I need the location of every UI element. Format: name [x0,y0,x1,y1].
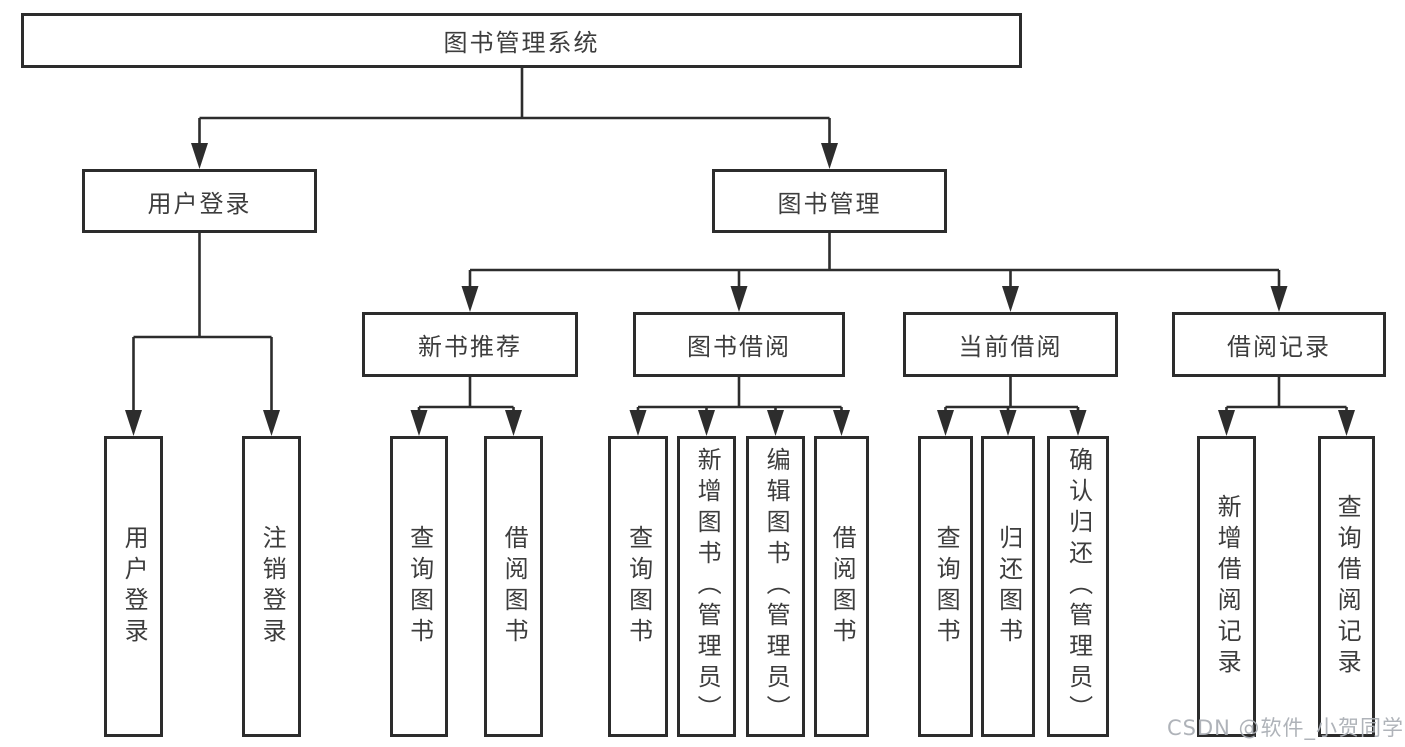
arrow-icon [1218,410,1235,436]
leaf-query-books-bookborrow: 查询图书 [608,436,668,737]
leaf-label: 查询图书 [932,524,961,649]
arrow-icon [937,410,954,436]
arrowheads [125,143,1355,436]
node-borrow-records: 借阅记录 [1172,312,1386,377]
node-root: 图书管理系统 [21,13,1022,68]
leaf-label: 新增借阅记录 [1213,493,1242,680]
arrow-icon [833,410,850,436]
leaf-add-borrow-record: 新增借阅记录 [1197,436,1256,737]
leaf-label: 查询图书 [405,524,434,649]
leaf-label: 确认归还（管理员） [1064,447,1093,726]
leaf-label: 借阅图书 [500,524,529,649]
node-new-book-recommend: 新书推荐 [362,312,578,377]
arrow-icon [1270,286,1288,312]
csdn-watermark: CSDN @软件_小贺同学 [1167,716,1405,740]
node-label: 图书借阅 [687,333,791,361]
leaf-label: 编辑图书（管理员） [762,447,791,726]
arrow-icon [1338,410,1355,436]
leaf-edit-book-admin: 编辑图书（管理员） [746,436,805,737]
leaf-add-book-admin: 新增图书（管理员） [677,436,736,737]
arrow-icon [999,410,1017,436]
connector-userlogin-to-leaves [132,233,273,414]
connector-root-to-level2 [198,68,831,148]
node-label: 新书推荐 [418,333,522,361]
leaf-label: 用户登录 [120,524,149,649]
node-book-management: 图书管理 [712,169,947,233]
leaf-user-login: 用户登录 [104,436,163,737]
leaf-label: 注销登录 [258,524,287,649]
arrow-icon [1069,410,1087,436]
leaf-label: 新增图书（管理员） [693,447,722,726]
leaf-query-books-newbooks: 查询图书 [390,436,448,737]
connector-borrowrecords-to-leaves [1225,377,1348,414]
arrow-icon [698,410,715,436]
leaf-borrow-books-bookborrow: 借阅图书 [814,436,869,737]
leaf-borrow-books-newbooks: 借阅图书 [484,436,543,737]
arrow-icon [821,143,838,169]
node-current-borrow: 当前借阅 [903,312,1118,377]
arrow-icon [263,410,280,436]
arrow-icon [125,410,142,436]
connector-bookmgmt-to-level3 [468,233,1281,290]
arrow-icon [1002,286,1019,312]
leaf-query-books-currentborrow: 查询图书 [918,436,973,737]
arrow-icon [191,143,208,169]
arrow-icon [767,410,784,436]
leaf-query-borrow-record: 查询借阅记录 [1318,436,1375,737]
connector-currentborrow-to-leaves [944,377,1080,414]
leaf-label: 查询借阅记录 [1333,493,1362,680]
arrow-icon [730,286,748,312]
leaf-logout: 注销登录 [242,436,301,737]
leaf-label: 归还图书 [994,524,1023,649]
leaf-label: 借阅图书 [828,524,857,649]
node-book-borrow: 图书借阅 [633,312,845,377]
node-label: 当前借阅 [958,333,1063,361]
arrow-icon [461,286,479,312]
node-root-label: 图书管理系统 [443,29,600,57]
leaf-label: 查询图书 [624,524,653,649]
leaf-confirm-return-admin: 确认归还（管理员） [1047,436,1109,737]
arrow-icon [410,410,428,436]
node-label: 用户登录 [147,189,252,218]
connector-bookborrow-to-leaves [636,377,843,414]
connector-newbooks-to-leaves [417,377,515,414]
arrow-icon [629,410,647,436]
node-label: 借阅记录 [1227,333,1331,361]
leaf-return-books: 归还图书 [981,436,1035,737]
node-user-login-module: 用户登录 [82,169,317,233]
arrow-icon [505,410,522,436]
node-label: 图书管理 [777,189,882,218]
